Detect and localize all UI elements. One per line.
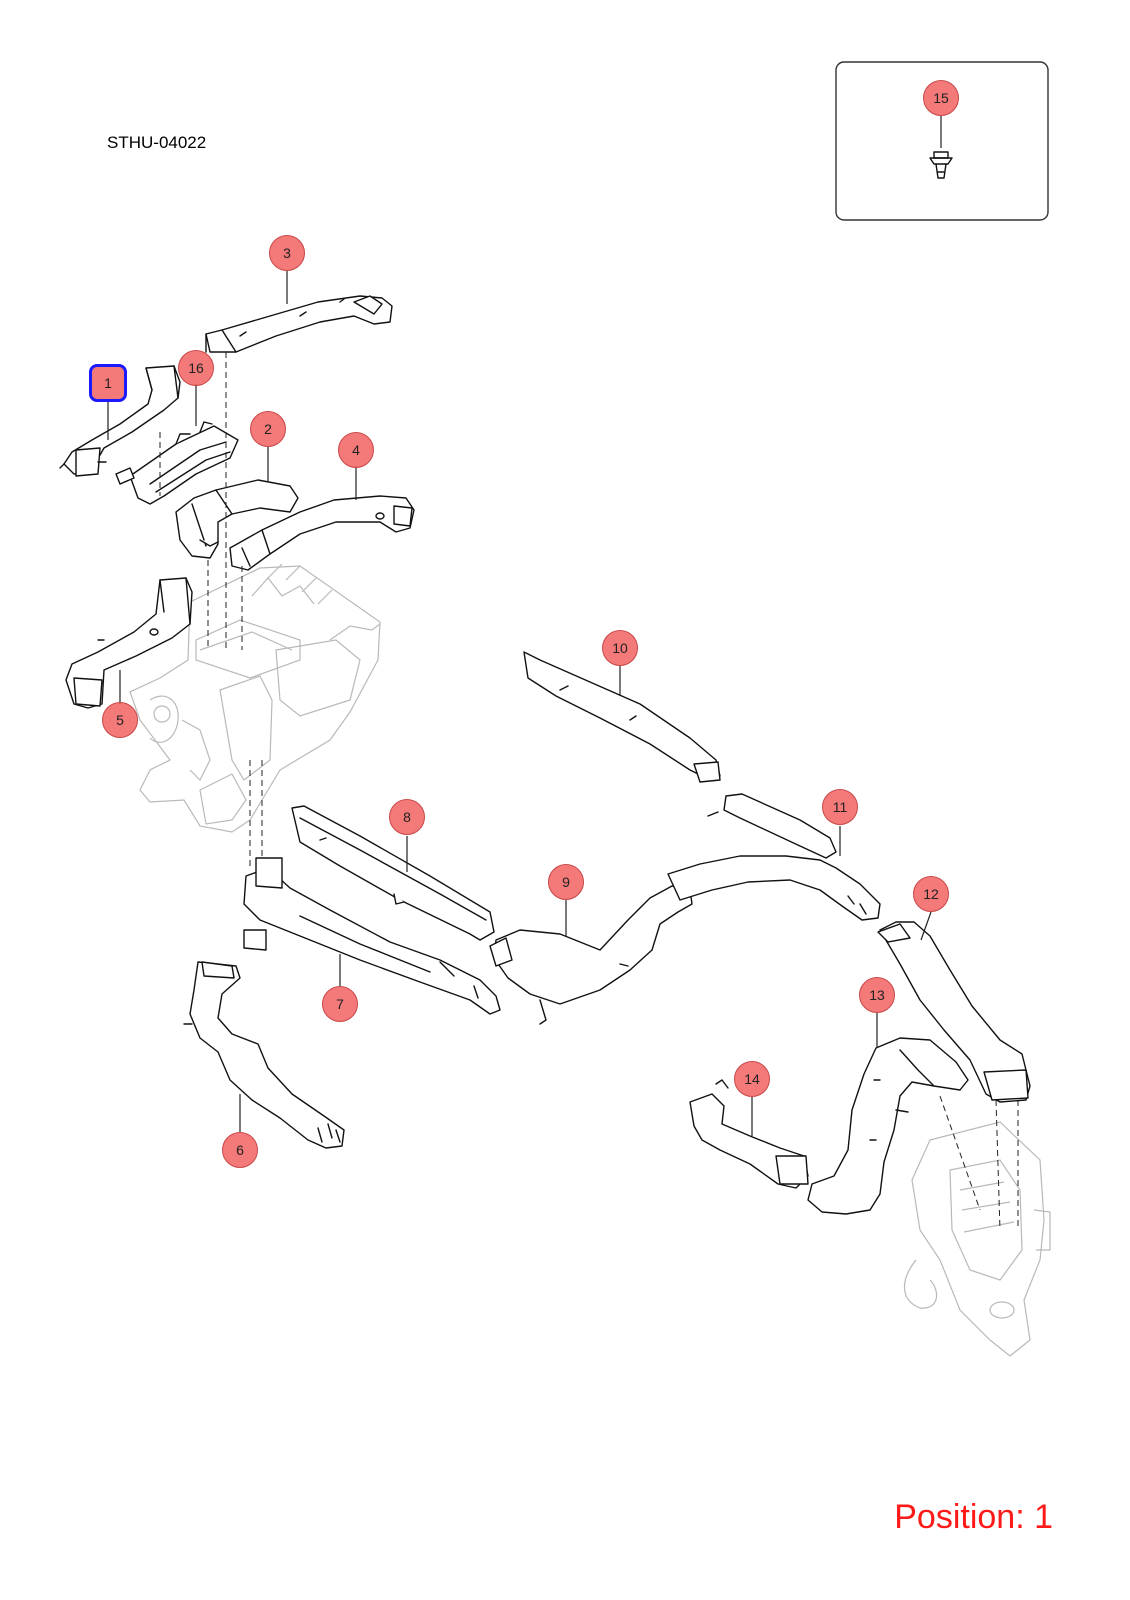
duct-part-5[interactable] xyxy=(65,577,193,709)
callout-13[interactable]: 13 xyxy=(859,977,895,1013)
hvac-unit-ghost xyxy=(129,563,381,833)
callout-2[interactable]: 2 xyxy=(250,411,286,447)
duct-part-8[interactable] xyxy=(291,805,495,941)
duct-part-2[interactable] xyxy=(175,479,299,559)
callout-1-selected[interactable]: 1 xyxy=(89,364,127,402)
duct-part-13[interactable] xyxy=(807,1037,969,1215)
callout-11[interactable]: 11 xyxy=(822,789,858,825)
reference-code: STHU-04022 xyxy=(107,133,207,152)
duct-part-6[interactable] xyxy=(183,929,345,1149)
callout-8[interactable]: 8 xyxy=(389,799,425,835)
duct-part-10[interactable] xyxy=(523,651,721,783)
inset-frame xyxy=(835,61,1049,221)
duct-part-12[interactable] xyxy=(877,921,1031,1103)
callout-10[interactable]: 10 xyxy=(602,630,638,666)
callout-12[interactable]: 12 xyxy=(913,876,949,912)
duct-part-9[interactable] xyxy=(489,885,693,1025)
duct-part-7[interactable] xyxy=(243,857,501,1015)
clip-fastener-15[interactable] xyxy=(929,151,953,179)
callout-14[interactable]: 14 xyxy=(734,1061,770,1097)
callout-9[interactable]: 9 xyxy=(548,864,584,900)
duct-part-14[interactable] xyxy=(689,1079,809,1189)
duct-part-3[interactable] xyxy=(205,295,393,353)
bracket-part-16[interactable] xyxy=(115,421,239,505)
callout-7[interactable]: 7 xyxy=(322,986,358,1022)
duct-part-1[interactable] xyxy=(59,365,181,477)
duct-part-4[interactable] xyxy=(229,495,415,571)
callout-16[interactable]: 16 xyxy=(178,350,214,386)
rear-hvac-unit-ghost xyxy=(903,1121,1051,1357)
duct-part-11[interactable] xyxy=(667,793,881,921)
position-indicator: Position: 1 xyxy=(894,1498,1053,1536)
callout-5[interactable]: 5 xyxy=(102,702,138,738)
callout-6[interactable]: 6 xyxy=(222,1132,258,1168)
callout-3[interactable]: 3 xyxy=(269,235,305,271)
callout-4[interactable]: 4 xyxy=(338,432,374,468)
callout-15[interactable]: 15 xyxy=(923,80,959,116)
